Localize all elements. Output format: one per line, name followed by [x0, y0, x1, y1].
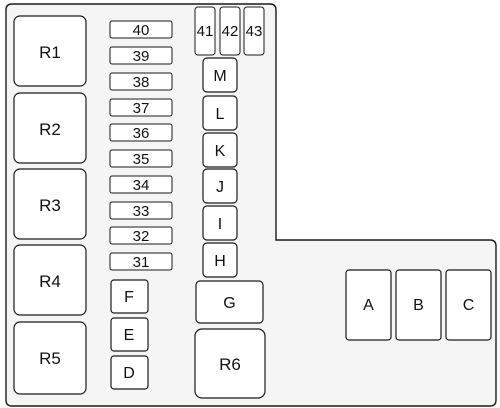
relay-r6: R6 — [194, 328, 266, 399]
fuse-39: 39 — [109, 46, 173, 65]
svg-text:F: F — [124, 289, 134, 306]
fuse-k: K — [202, 132, 238, 168]
svg-text:I: I — [218, 216, 222, 233]
svg-text:M: M — [213, 68, 226, 85]
fuse-a: A — [345, 269, 392, 341]
fuse-34: 34 — [109, 175, 173, 194]
fuse-43: 43 — [243, 6, 265, 56]
relay-r1: R1 — [13, 15, 87, 87]
fuse-36: 36 — [109, 123, 173, 142]
svg-text:40: 40 — [133, 22, 150, 39]
svg-text:42: 42 — [222, 23, 239, 40]
svg-text:31: 31 — [133, 254, 150, 271]
svg-text:R1: R1 — [39, 43, 61, 62]
svg-text:38: 38 — [133, 74, 150, 91]
svg-text:36: 36 — [133, 125, 150, 142]
fuse-32: 32 — [109, 226, 173, 245]
fuse-m: M — [202, 57, 238, 93]
fuse-c: C — [445, 269, 492, 341]
svg-text:R6: R6 — [219, 355, 241, 374]
svg-text:R2: R2 — [39, 120, 61, 139]
svg-text:J: J — [216, 179, 224, 196]
svg-text:D: D — [123, 365, 135, 382]
relay-r2: R2 — [13, 92, 87, 164]
svg-text:H: H — [214, 253, 226, 270]
svg-text:R3: R3 — [39, 196, 61, 215]
svg-text:37: 37 — [133, 100, 150, 117]
fuse-l: L — [202, 95, 238, 131]
fuse-38: 38 — [109, 72, 173, 91]
svg-text:L: L — [216, 106, 225, 123]
svg-text:33: 33 — [133, 203, 150, 220]
relay-r4: R4 — [13, 244, 87, 316]
fuse-h: H — [202, 242, 238, 278]
relay-r3: R3 — [13, 168, 87, 240]
svg-text:R5: R5 — [39, 349, 61, 368]
svg-text:A: A — [363, 297, 374, 314]
fuse-f: F — [110, 279, 149, 314]
svg-text:C: C — [463, 297, 475, 314]
svg-text:B: B — [413, 297, 424, 314]
svg-text:43: 43 — [246, 23, 263, 40]
fuse-33: 33 — [109, 201, 173, 220]
fuse-37: 37 — [109, 98, 173, 117]
fuse-42: 42 — [219, 6, 241, 56]
svg-text:32: 32 — [133, 228, 150, 245]
svg-text:G: G — [223, 295, 235, 312]
fuse-31: 31 — [109, 252, 173, 271]
fuse-e: E — [110, 317, 149, 352]
fuse-40: 40 — [109, 20, 173, 39]
svg-text:K: K — [215, 143, 226, 160]
svg-text:34: 34 — [133, 177, 150, 194]
relay-r5: R5 — [13, 321, 87, 395]
fuse-35: 35 — [109, 149, 173, 168]
svg-text:41: 41 — [197, 23, 214, 40]
fuse-g: G — [195, 280, 264, 324]
fuse-j: J — [202, 168, 238, 204]
fuse-41: 41 — [194, 6, 216, 56]
svg-text:R4: R4 — [39, 272, 61, 291]
fuse-b: B — [395, 269, 442, 341]
svg-text:39: 39 — [133, 48, 150, 65]
svg-text:35: 35 — [133, 151, 150, 168]
fuse-d: D — [110, 355, 149, 390]
fuse-i: I — [202, 205, 238, 241]
svg-text:E: E — [124, 327, 135, 344]
